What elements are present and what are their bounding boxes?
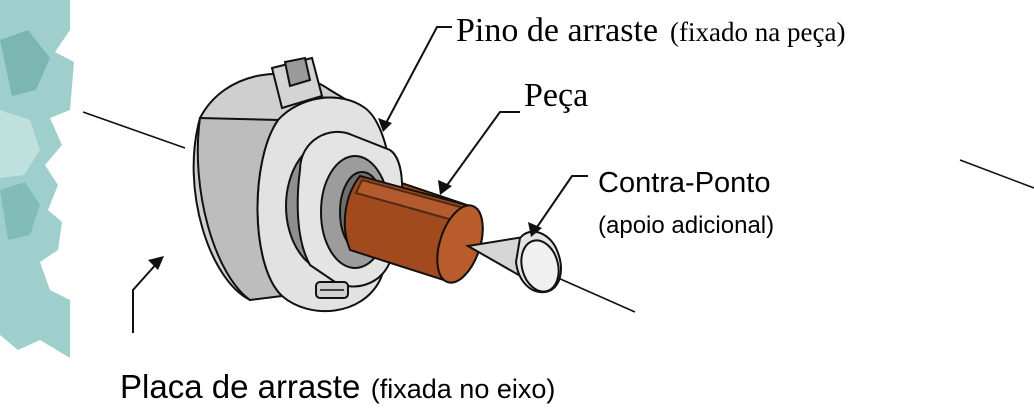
label-peca: Peça [524,77,588,114]
leader-pino [384,26,452,126]
leader-placa [132,261,159,333]
label-pino-note: (fixado na peça) [670,17,845,47]
arrowhead-placa [148,256,164,270]
label-contraponto-note: (apoio adicional) [598,212,774,239]
arrowhead-contraponto [528,222,542,237]
gear-icon [0,0,74,358]
label-placa-note: (fixada no eixo) [371,374,556,404]
label-pino-main: Pino de arraste [456,12,658,49]
label-contraponto-main: Contra-Ponto [598,167,771,199]
label-pino: Pino de arraste (fixado na peça) [456,12,845,49]
leader-peca [444,111,520,189]
axis-line-left [82,111,186,149]
label-placa: Placa de arraste (fixada no eixo) [120,368,555,405]
workpiece-front [343,174,484,284]
axis-line-far-right [959,159,1034,189]
arrowhead-peca [438,180,452,195]
arrowhead-pino [378,118,392,132]
label-placa-main: Placa de arraste [120,368,360,405]
leader-lines [132,26,588,333]
leader-contraponto [534,175,588,231]
tailstock-center [465,230,562,294]
